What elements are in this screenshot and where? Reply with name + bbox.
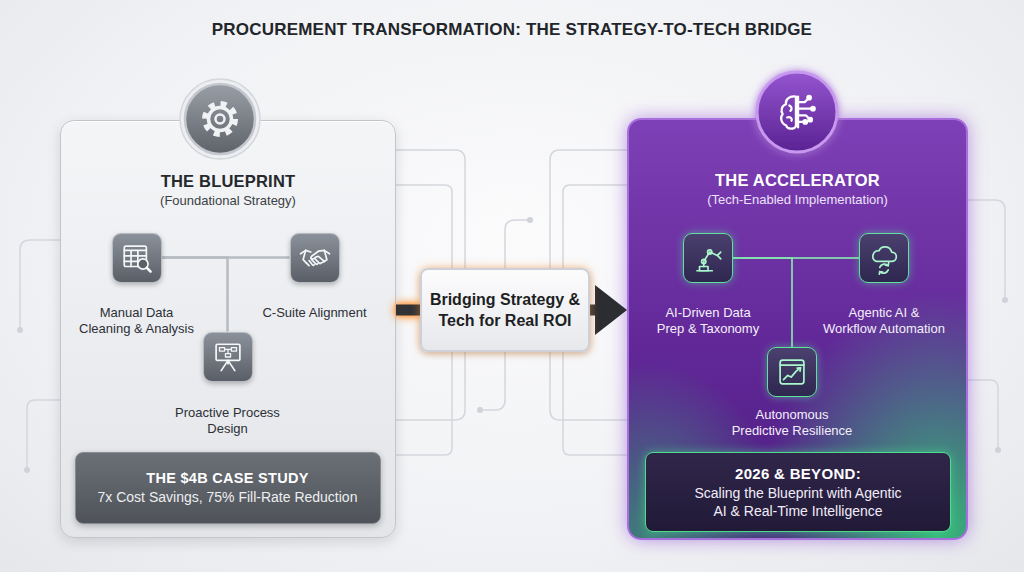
- circuit-trace: [968, 380, 998, 450]
- node-heading: 2026 & BEYOND:: [735, 464, 861, 484]
- tile-icon: [211, 340, 245, 374]
- node-heading: AI-Driven Data Prep & Taxonomy: [653, 305, 763, 337]
- circuit-trace: [968, 200, 1005, 300]
- circuit-dot: [477, 407, 483, 413]
- flow-connector: [396, 305, 420, 316]
- node-heading: Bridging Strategy & Tech for Real ROI: [428, 289, 582, 331]
- tile-icon: [298, 241, 332, 275]
- circuit-dot: [1002, 297, 1008, 303]
- capability-item: AI-Driven Data Prep & Taxonomy: [648, 233, 768, 333]
- strategy-panel: THE BLUEPRINT(Foundational Strategy) Manu…: [60, 120, 396, 538]
- icon-tile: [112, 233, 162, 283]
- tile-icon-graphic: [124, 246, 150, 272]
- tile-icon-graphic: [216, 344, 240, 370]
- diagram-title: PROCUREMENT TRANSFORMATION: THE STRATEGY…: [0, 19, 1024, 41]
- tile-icon: [120, 241, 154, 275]
- circuit-trace: [396, 185, 452, 268]
- node-body: (Tech-Enabled Implementation): [629, 191, 966, 209]
- step-item: Proactive Process Design: [168, 332, 288, 437]
- capability-item: Agentic AI & Workflow Automation: [817, 233, 951, 333]
- outlook-box: 2026 & BEYOND:Scaling the Blueprint with…: [645, 452, 951, 532]
- circuit-trace: [505, 220, 530, 268]
- node-heading: Autonomous Predictive Resilience: [727, 407, 857, 439]
- icon-tile: [290, 233, 340, 283]
- capability-item: Autonomous Predictive Resilience: [727, 347, 857, 447]
- circuit-trace: [550, 150, 627, 268]
- node-heading: THE ACCELERATOR: [629, 170, 966, 191]
- circuit-trace: [550, 352, 627, 420]
- circuit-trace: [563, 352, 627, 455]
- tile-icon: [775, 355, 809, 389]
- node-body: (Foundational Strategy): [61, 192, 395, 210]
- node-heading: C-Suite Alignment: [255, 305, 375, 321]
- circuit-trace: [396, 150, 465, 268]
- case-study-box: THE $4B CASE STUDY7x Cost Savings, 75% F…: [75, 452, 381, 524]
- circuit-trace: [563, 185, 627, 268]
- icon-tile: [767, 347, 817, 397]
- circuit-trace: [396, 352, 452, 455]
- node-body: 7x Cost Savings, 75% Fill-Rate Reduction: [98, 488, 358, 507]
- circuit-trace: [27, 400, 60, 470]
- node-heading: Manual Data Cleaning & Analysis: [74, 305, 200, 337]
- circuit-trace: [396, 352, 465, 420]
- tile-icon-graphic: [780, 360, 804, 384]
- flow-connector: [590, 305, 595, 316]
- tile-icon-graphic: [697, 250, 721, 271]
- circuit-trace: [20, 240, 60, 330]
- tile-icon: [867, 241, 901, 275]
- icon-tile: [203, 332, 253, 382]
- icon-tile: [683, 233, 733, 283]
- circuit-trace: [480, 352, 505, 410]
- node-body: Scaling the Blueprint with Agentic AI & …: [690, 484, 906, 520]
- tile-icon-graphic: [873, 247, 896, 274]
- circuit-dot: [17, 327, 23, 333]
- circuit-dot: [527, 217, 533, 223]
- node-heading: THE $4B CASE STUDY: [146, 468, 309, 488]
- panel-heading: THE ACCELERATOR(Tech-Enabled Implementat…: [629, 170, 966, 209]
- step-item: C-Suite Alignment: [255, 233, 375, 328]
- bridge-box: Bridging Strategy & Tech for Real ROI: [420, 268, 590, 352]
- circuit-dot: [24, 467, 30, 473]
- icon-tile: [859, 233, 909, 283]
- node-heading: Agentic AI & Workflow Automation: [822, 305, 947, 337]
- node-heading: Proactive Process Design: [168, 405, 288, 437]
- step-item: Manual Data Cleaning & Analysis: [73, 233, 201, 338]
- tile-icon: [691, 241, 725, 275]
- tile-icon-graphic: [300, 250, 329, 265]
- panel-heading: THE BLUEPRINT(Foundational Strategy): [61, 171, 395, 210]
- tech-panel: THE ACCELERATOR(Tech-Enabled Implementat…: [627, 118, 968, 540]
- circuit-dot: [995, 447, 1001, 453]
- node-heading: THE BLUEPRINT: [61, 171, 395, 192]
